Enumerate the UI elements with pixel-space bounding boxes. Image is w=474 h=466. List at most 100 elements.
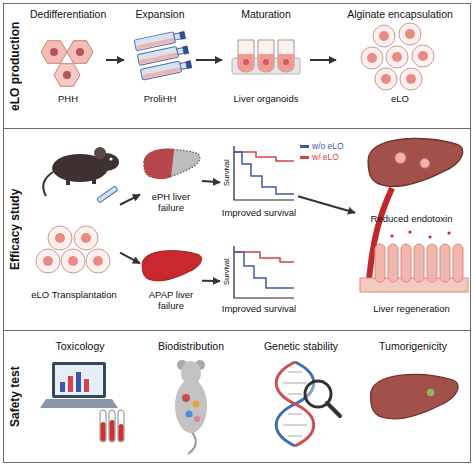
step-label: Improved survival (220, 304, 298, 315)
dna-helix (283, 425, 307, 426)
flow-arrow (202, 181, 220, 182)
dna-helix (288, 414, 302, 415)
alginate-capsules (418, 51, 428, 61)
intestine-villi (453, 244, 463, 282)
laptop-icon (52, 362, 106, 398)
legend: w/o eLOw/ eLO (300, 141, 344, 163)
capsule-cluster (55, 233, 65, 243)
stage-box: Improved survival (220, 238, 298, 326)
step-label: APAP liver failure (140, 290, 202, 312)
culture-wells (243, 59, 249, 65)
capsule-cluster (43, 256, 53, 266)
mouse-top-view (182, 394, 190, 402)
section-band: Safety testToxicologyBiodistributionGene… (3, 330, 471, 463)
dna-helix (288, 394, 302, 395)
intestine-villi (388, 244, 398, 282)
liver-drawing (371, 374, 459, 419)
dna-helix (327, 403, 340, 416)
hepatocyte-cells (54, 64, 80, 87)
legend-text: w/ eLO (312, 152, 339, 163)
step-label: Improved survival (220, 208, 298, 219)
step-label: Alginate encapsulation (336, 8, 464, 20)
culture-wells (278, 54, 294, 72)
step-caption: Liver regeneration (355, 304, 468, 315)
laptop-icon (40, 362, 118, 408)
blood-tubes (100, 410, 124, 442)
mouse-drawing (92, 178, 96, 184)
step-caption: ProliHH (124, 94, 196, 105)
alginate-capsules (375, 68, 397, 90)
culture-wells (238, 54, 254, 72)
step-label: Maturation (222, 8, 310, 20)
legend-text: w/o eLO (312, 141, 344, 152)
step-caption: PHH (30, 94, 106, 105)
alginate-capsules (361, 47, 383, 69)
mouse-drawing (109, 157, 112, 160)
step-label: eLO Transplantation (28, 290, 120, 301)
culture-flasks (177, 48, 184, 55)
dna-helix (288, 436, 302, 437)
resected-liver (144, 149, 200, 179)
mouse-top-view (181, 361, 201, 385)
survival-curve (234, 252, 294, 262)
injured-liver (142, 251, 202, 281)
step-label: Genetic stability (248, 340, 354, 352)
axis-label: Survival (221, 146, 232, 200)
culture-flasks (174, 33, 181, 40)
intestine-villi (414, 244, 424, 282)
mouse-drawing (43, 172, 53, 196)
blood-tubes (119, 424, 124, 441)
alginate-capsules (406, 74, 416, 84)
stage-box: DedifferentiationPHH (30, 6, 106, 114)
intestine-villi (375, 244, 385, 282)
legend-row: w/ eLO (300, 152, 344, 163)
section-band: Efficacy studyeLO TransplantationePH liv… (3, 128, 471, 331)
regenerating-liver (420, 159, 429, 168)
flow-arrow (120, 253, 140, 264)
step-caption: Liver organoids (222, 94, 310, 105)
axis-label: Survival (221, 246, 232, 298)
step-label: Expansion (124, 8, 196, 20)
survival-curve (234, 146, 294, 200)
capsule-cluster (36, 249, 60, 273)
culture-wells (238, 40, 254, 72)
blood-tubes (100, 410, 106, 442)
blood-tubes (118, 410, 124, 442)
step-label: Dedifferentiation (30, 8, 106, 20)
intestine-villi (390, 234, 393, 237)
laptop-icon (60, 382, 65, 392)
culture-wells (258, 40, 274, 72)
alginate-capsules (386, 46, 408, 68)
stage-box: Alginate encapsulation eLO (336, 6, 464, 114)
blood-tubes (109, 410, 115, 442)
survival-curve (234, 152, 294, 194)
hepatocyte-cells (41, 41, 93, 87)
culture-wells (278, 40, 294, 72)
connector-group (106, 60, 355, 281)
intestine-villi (428, 235, 431, 238)
alginate-capsules (399, 23, 421, 45)
alginate-capsules (373, 25, 395, 47)
stage-box: Genetic stability (248, 334, 354, 458)
mouse-drawing (97, 186, 118, 203)
mouse-top-view (175, 379, 207, 433)
culture-flasks (143, 67, 181, 79)
culture-wells (258, 54, 274, 72)
mouse-top-view (194, 416, 200, 422)
section-title: Safety test (5, 331, 25, 462)
capsule-cluster (61, 249, 85, 273)
dna-helix (288, 372, 302, 373)
culture-flasks (180, 62, 187, 69)
intestine-villi (440, 244, 450, 282)
survival-curve (234, 152, 294, 161)
laptop-icon (76, 372, 81, 392)
intestine-villi (360, 230, 468, 292)
culture-flasks (186, 60, 193, 69)
dna-helix (283, 383, 307, 384)
section-title: Efficacy study (5, 129, 25, 330)
step-caption: eLO (336, 94, 464, 105)
laptop-icon (84, 379, 89, 392)
